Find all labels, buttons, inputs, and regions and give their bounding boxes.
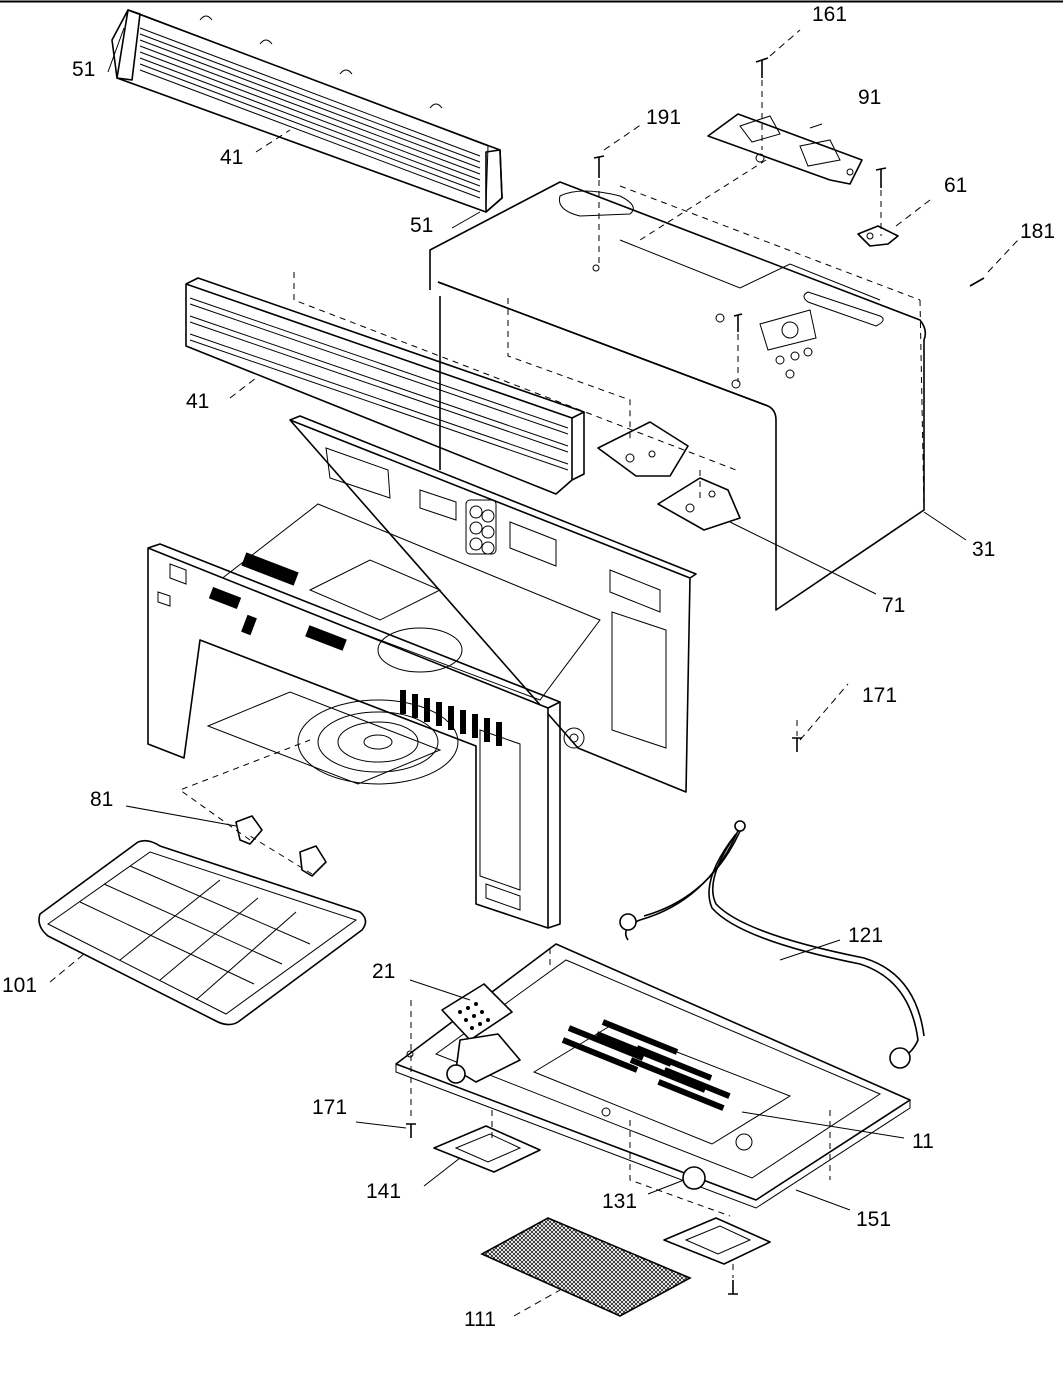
small-bracket xyxy=(857,225,899,247)
callout-21: 21 xyxy=(372,960,395,983)
callout-41-mid: 41 xyxy=(186,390,209,413)
upper-vent-grille xyxy=(111,9,503,213)
callout-121: 121 xyxy=(848,924,883,947)
callout-51-mid: 51 xyxy=(410,214,433,237)
callout-171-bottom: 171 xyxy=(312,1096,347,1119)
callout-131: 131 xyxy=(602,1190,637,1213)
callout-91: 91 xyxy=(858,86,881,109)
callout-61: 61 xyxy=(944,174,967,197)
callout-41-top: 41 xyxy=(220,146,243,169)
callout-151: 151 xyxy=(856,1208,891,1231)
callout-141: 141 xyxy=(366,1180,401,1203)
assembly-guide-lines xyxy=(178,80,925,1278)
callout-51-top: 51 xyxy=(72,58,95,81)
callout-181: 181 xyxy=(1020,220,1055,243)
knob xyxy=(682,1166,706,1190)
outer-cabinet xyxy=(429,181,927,611)
lamp-housing xyxy=(441,983,521,1084)
callout-171-top: 171 xyxy=(862,684,897,707)
callout-31: 31 xyxy=(972,538,995,561)
callout-111: 111 xyxy=(464,1308,496,1331)
filter-bracket-left xyxy=(433,1125,541,1173)
callout-71: 71 xyxy=(882,594,905,617)
front-grille-panel xyxy=(185,277,585,495)
callout-81: 81 xyxy=(90,788,113,811)
screws xyxy=(406,57,985,1295)
top-bracket xyxy=(707,113,863,185)
callout-161: 161 xyxy=(812,3,847,26)
wire-harness xyxy=(619,820,925,1069)
door-latch-clips xyxy=(235,815,327,877)
leader-lines xyxy=(49,27,1019,1317)
callout-101: 101 xyxy=(2,974,37,997)
base-plate xyxy=(395,943,911,1209)
grease-filter xyxy=(480,1217,692,1317)
callout-191: 191 xyxy=(646,106,681,129)
cavity-chassis xyxy=(147,415,697,929)
oven-rack xyxy=(38,839,367,1026)
callout-labels: 51 41 51 161 191 91 61 181 41 31 71 171 … xyxy=(2,3,1055,1331)
filter-bracket-right xyxy=(663,1217,771,1265)
callout-11: 11 xyxy=(912,1130,934,1153)
mounting-bracket xyxy=(597,421,741,531)
